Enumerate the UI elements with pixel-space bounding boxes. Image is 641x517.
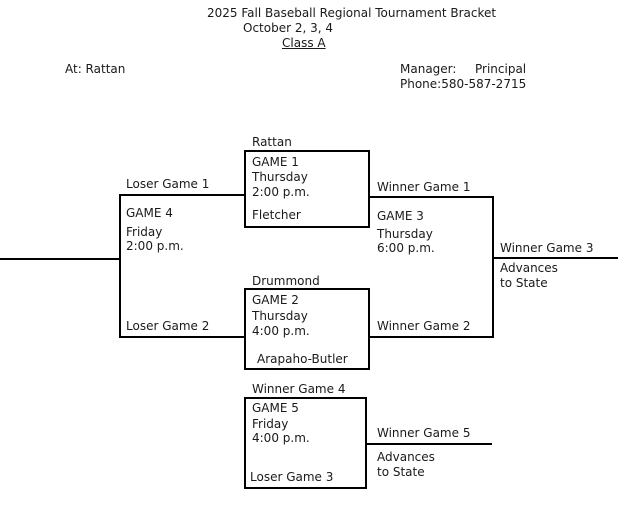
game4-bracket-vertical-line: [119, 194, 121, 338]
game5-winner-label: Winner Game 5: [377, 426, 471, 440]
game3-top-feed-line: [370, 196, 492, 198]
game5-name: GAME 5: [252, 401, 299, 415]
game2-day: Thursday: [252, 309, 308, 323]
game5-box: [244, 397, 367, 489]
phone-label: Phone:580-587-2715: [400, 77, 527, 91]
game3-advances-line2: to State: [500, 276, 548, 290]
game4-top-feed-label: Loser Game 1: [126, 177, 210, 191]
game2-name: GAME 2: [252, 293, 299, 307]
game3-top-feed-label: Winner Game 1: [377, 180, 471, 194]
game3-name: GAME 3: [377, 209, 424, 223]
game2-time: 4:00 p.m.: [252, 324, 310, 338]
game3-winner-label: Winner Game 3: [500, 241, 594, 255]
game5-top-team: Winner Game 4: [252, 382, 346, 396]
game5-time: 4:00 p.m.: [252, 431, 310, 445]
game4-top-feed-line: [119, 194, 244, 196]
game5-winner-line: [367, 443, 492, 445]
tournament-dates: October 2, 3, 4: [243, 21, 333, 35]
location-label: At: Rattan: [65, 62, 126, 76]
game1-day: Thursday: [252, 170, 308, 184]
game4-time: 2:00 p.m.: [126, 239, 184, 253]
game4-name: GAME 4: [126, 206, 173, 220]
game1-top-team: Rattan: [252, 135, 292, 149]
game1-name: GAME 1: [252, 155, 299, 169]
game5-advances-line1: Advances: [377, 450, 435, 464]
game3-bottom-feed-label: Winner Game 2: [377, 319, 471, 333]
game5-day: Friday: [252, 417, 289, 431]
game2-bottom-team: Arapaho-Butler: [257, 352, 348, 366]
game4-bottom-feed-line: [119, 336, 244, 338]
game4-winner-line: [0, 258, 119, 260]
game1-box: [244, 150, 370, 228]
game3-day: Thursday: [377, 227, 433, 241]
game3-advances-line1: Advances: [500, 261, 558, 275]
game4-bottom-feed-label: Loser Game 2: [126, 319, 210, 333]
game2-box: [244, 288, 370, 370]
game3-time: 6:00 p.m.: [377, 241, 435, 255]
page-title: 2025 Fall Baseball Regional Tournament B…: [207, 6, 497, 20]
manager-label: Manager:: [400, 62, 457, 76]
manager-value: Principal: [475, 62, 527, 76]
game1-time: 2:00 p.m.: [252, 185, 310, 199]
game5-advances-line2: to State: [377, 465, 425, 479]
game3-winner-line: [492, 257, 618, 259]
game2-top-team: Drummond: [252, 274, 320, 288]
class-label: Class A: [282, 36, 326, 50]
game3-bracket-vertical-line: [492, 196, 494, 338]
game4-day: Friday: [126, 225, 163, 239]
game1-bottom-team: Fletcher: [252, 208, 301, 222]
game3-bottom-feed-line: [370, 336, 492, 338]
game5-bottom-team: Loser Game 3: [250, 470, 334, 484]
